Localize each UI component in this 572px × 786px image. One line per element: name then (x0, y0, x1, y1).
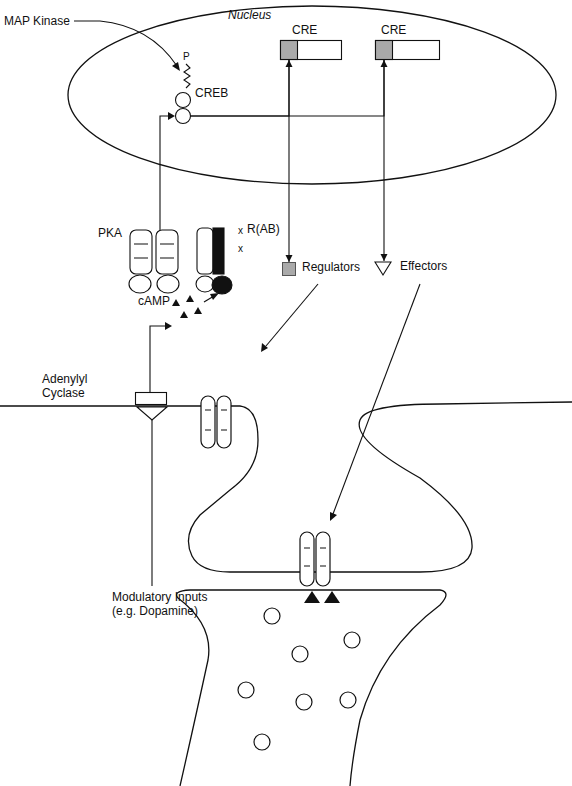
node-label: Adenylyl Cyclase (42, 372, 104, 400)
signal-connector (381, 60, 388, 261)
connector-line (191, 60, 384, 116)
presynaptic-terminal (177, 590, 447, 786)
cre-element: CRE (280, 40, 342, 60)
connector-line (288, 60, 289, 262)
molecule-label: cAMP (138, 294, 170, 308)
creb-subunit (176, 109, 191, 124)
node-label: CRE (381, 23, 406, 37)
adenylyl-cyclase-box: Adenylyl Cyclase (135, 392, 167, 405)
node-label: CREB (195, 86, 228, 100)
receptor-symbol (137, 407, 167, 420)
creb-protein-outline (175, 92, 191, 124)
input-line (151, 420, 152, 586)
cre-element-outline (375, 40, 440, 60)
signal-connector (191, 60, 293, 116)
pka-holoenzyme (129, 230, 179, 293)
arrowhead (165, 62, 337, 521)
mutation-mark: x (238, 224, 243, 238)
cre-box (376, 41, 440, 60)
phosphate-label: P (183, 50, 190, 64)
regulator-mark (283, 263, 296, 276)
effector-triangle: Effectors (374, 261, 392, 276)
regulator-square: Regulators (282, 262, 296, 276)
arrowhead (286, 255, 293, 262)
cre-element: CRE (375, 40, 440, 60)
node-label: CRE (292, 23, 317, 37)
node-label: Nucleus (228, 8, 271, 22)
creb-subunit (176, 93, 191, 108)
effectors-arrow (333, 284, 420, 514)
cyclase-arrow (150, 326, 165, 392)
phosphate-squiggle (184, 64, 190, 88)
connector-line (191, 60, 289, 116)
creb-protein: CREB (175, 92, 191, 124)
camp-molecules (172, 295, 202, 318)
cre-site (281, 41, 298, 60)
receptor-channel (300, 532, 330, 586)
adenylyl-cyclase-box-outline (135, 392, 167, 405)
protein-label: MAP Kinase (4, 14, 70, 28)
protein-label: R(AB) (247, 222, 280, 236)
effector-triangle-outline (374, 261, 392, 276)
nucleus-ellipse: NucleusCREB CRE CRE (67, 5, 557, 185)
regulator-square-outline (282, 262, 296, 276)
protein-label: PKA (98, 226, 122, 240)
regulators-arrow (266, 284, 318, 346)
arrowhead (381, 254, 388, 261)
synaptic-vesicle (238, 608, 360, 750)
node-label: Effectors (400, 259, 447, 273)
input-label: Modulatory Inputs (e.g. Dopamine) (112, 590, 222, 618)
ion-channel (201, 396, 231, 448)
postsynaptic-membrane (0, 402, 572, 572)
signal-connector (286, 60, 293, 262)
regulatory-subunit (196, 228, 232, 294)
mutation-mark: x (238, 242, 243, 256)
cre-box (281, 41, 342, 60)
cre-site (376, 41, 393, 60)
release-site (304, 591, 340, 603)
nucleus-border (68, 6, 556, 184)
cyclase-mark (136, 393, 167, 405)
node-label: Regulators (302, 260, 360, 274)
pka-arrow (160, 116, 169, 230)
effector-mark (375, 262, 391, 275)
cre-element-outline (280, 40, 342, 60)
connector-line (383, 60, 384, 261)
